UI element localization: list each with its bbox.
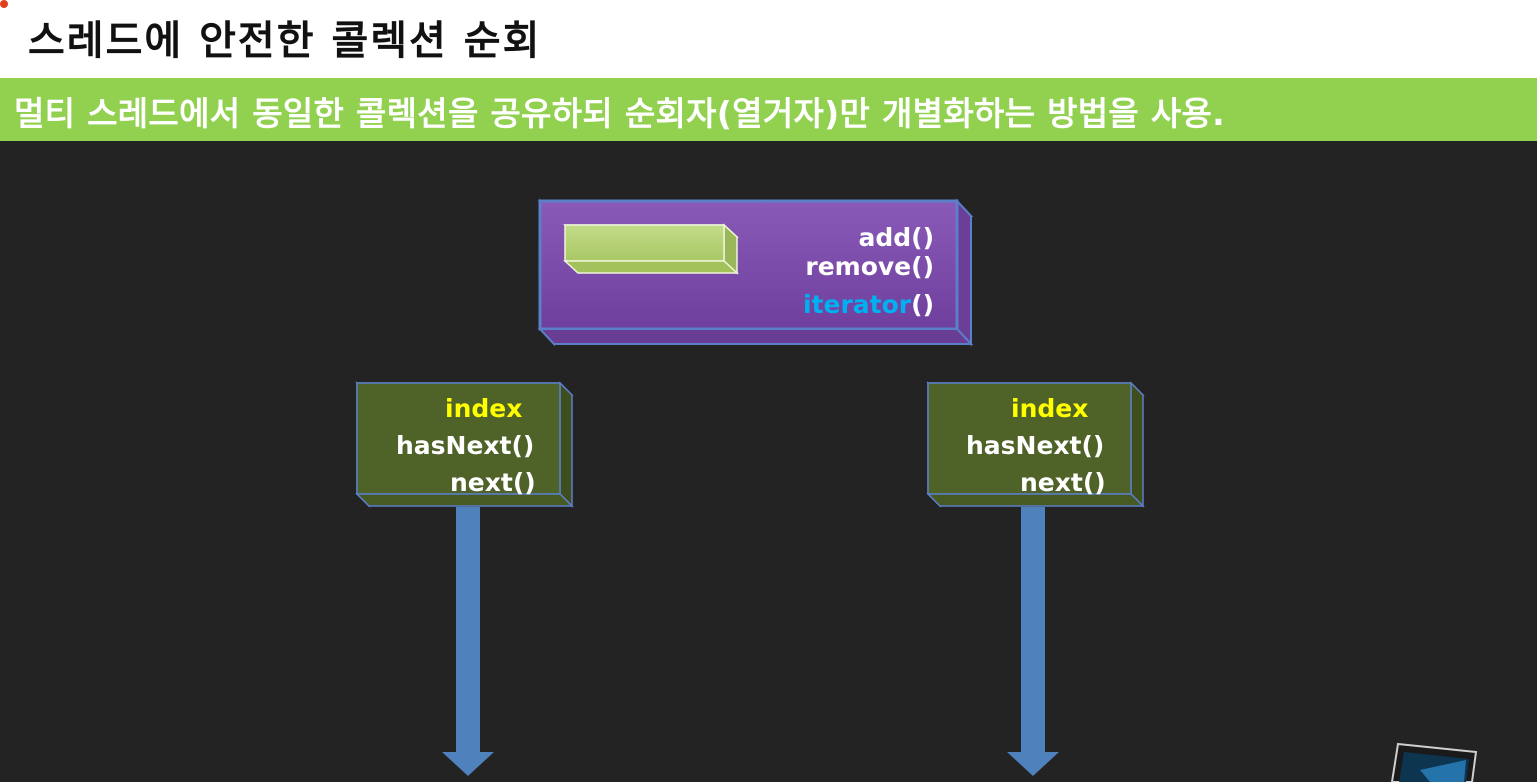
iterator-box-left: index hasNext() next()	[355, 381, 574, 508]
collection-data-bar	[563, 223, 739, 275]
collection-box: add() remove() iterator()	[537, 198, 974, 347]
subtitle: 멀티 스레드에서 동일한 콜렉션을 공유하되 순회자(열거자)만 개별화하는 방…	[14, 94, 1226, 133]
index-field-label: index	[1011, 394, 1088, 423]
hasnext-method-label: hasNext()	[396, 431, 534, 460]
iteration-arrow-left	[442, 507, 494, 776]
index-field-label: index	[445, 394, 522, 423]
next-method-label: next()	[1020, 468, 1106, 497]
page-title: 스레드에 안전한 콜렉션 순회	[28, 18, 542, 64]
add-method-label: add()	[858, 223, 934, 252]
iterator-parens: ()	[911, 290, 934, 319]
iterator-method-label: iterator()	[803, 290, 934, 319]
next-method-label: next()	[450, 468, 536, 497]
monitor-icon	[1390, 742, 1478, 782]
hasnext-method-label: hasNext()	[966, 431, 1104, 460]
remove-method-label: remove()	[805, 252, 934, 281]
cursor-dot-icon	[0, 0, 8, 8]
iterator-name: iterator	[803, 290, 912, 319]
title-bar: 스레드에 안전한 콜렉션 순회	[0, 0, 1537, 78]
iteration-arrow-right	[1007, 507, 1059, 776]
iterator-box-right: index hasNext() next()	[926, 381, 1145, 508]
subtitle-bar: 멀티 스레드에서 동일한 콜렉션을 공유하되 순회자(열거자)만 개별화하는 방…	[0, 78, 1537, 141]
